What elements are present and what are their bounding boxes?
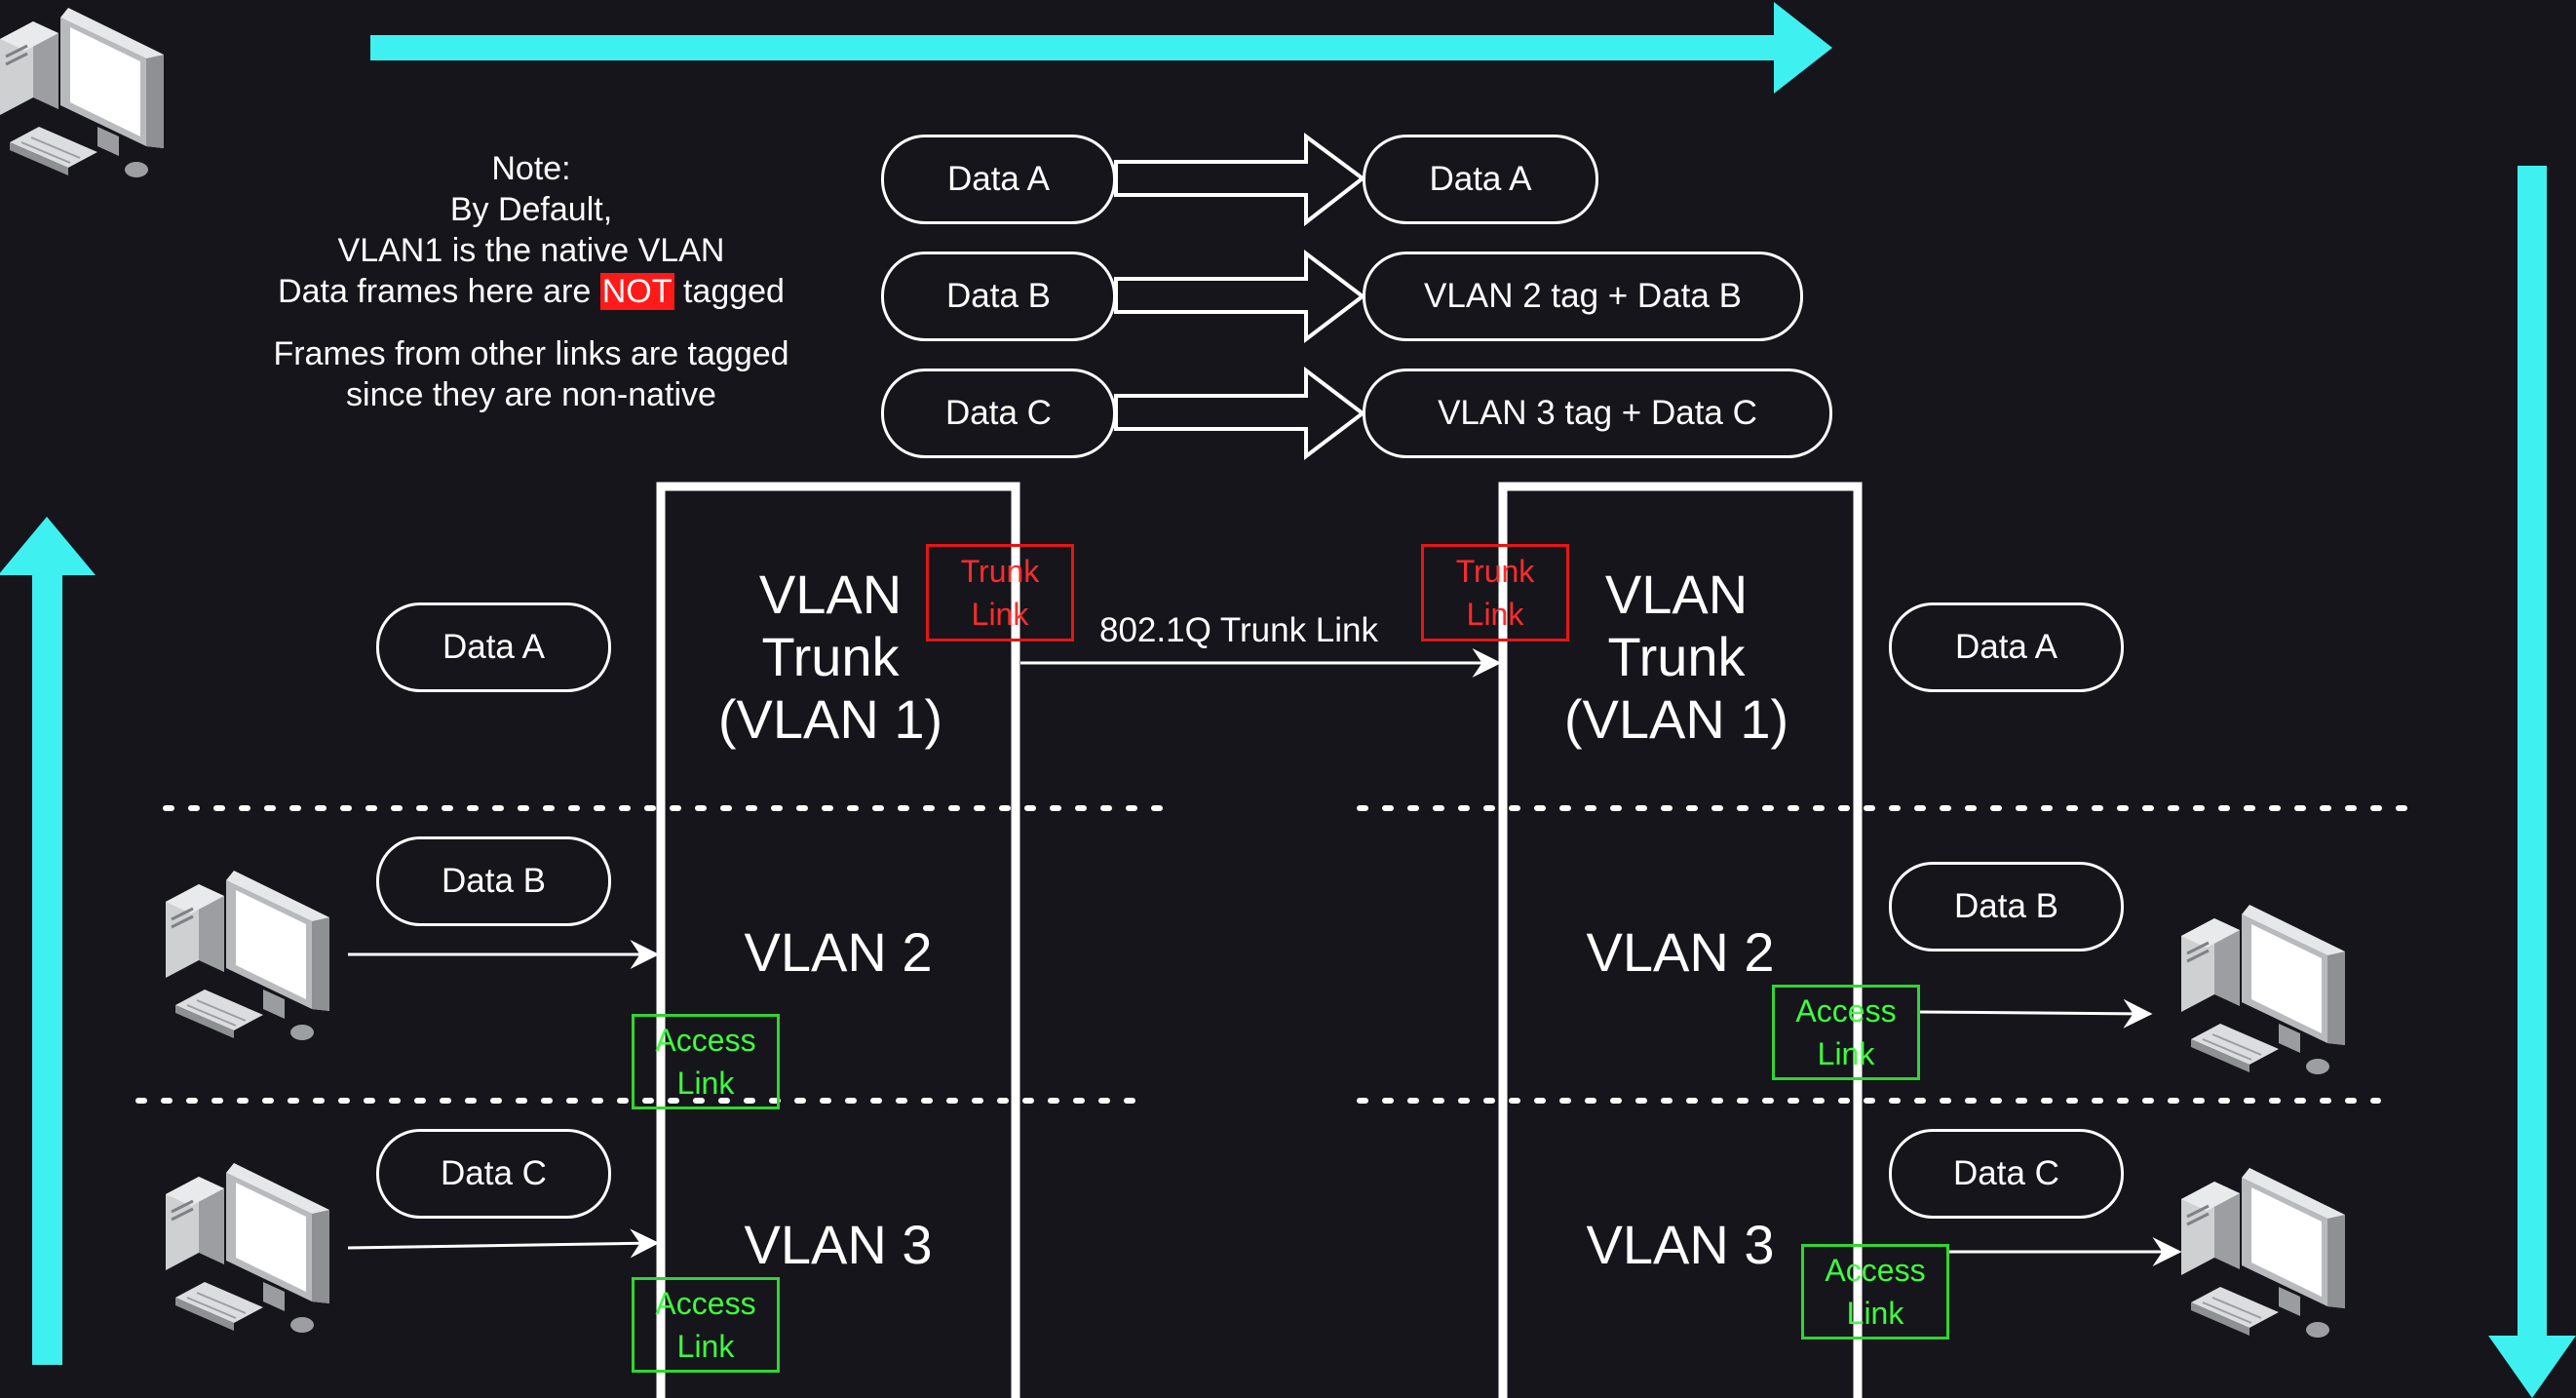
trunk-title-line: Trunk	[761, 626, 900, 687]
right-trunk-title: VLAN Trunk (VLAN 1)	[1540, 563, 1813, 751]
right-vlan2-label: VLAN 2	[1586, 921, 1775, 983]
port-label: Link	[1817, 1036, 1875, 1071]
right-access-port-vlan3: Access Link	[1801, 1244, 1949, 1340]
tag-input-c: Data C	[881, 369, 1116, 458]
trunk-title-line: VLAN	[1604, 563, 1749, 625]
note-line: Data frames here are NOT tagged	[224, 271, 838, 312]
native-vlan-note: Note: By Default, VLAN1 is the native VL…	[224, 148, 838, 415]
port-label: Trunk	[960, 554, 1040, 589]
port-label: Link	[676, 1329, 735, 1364]
tag-output-a: Data A	[1363, 135, 1598, 224]
desktop-computer-icon	[164, 869, 331, 1042]
not-highlight: NOT	[599, 273, 674, 310]
right-access-port-vlan2: Access Link	[1772, 985, 1920, 1080]
trunk-title-line: (VLAN 1)	[717, 688, 943, 750]
trunk-title-line: Trunk	[1607, 626, 1746, 687]
left-trunk-title: VLAN Trunk (VLAN 1)	[694, 563, 967, 751]
access-arrow-right-vlan2	[1917, 998, 2153, 1029]
right-frame-c: Data C	[1889, 1129, 2124, 1219]
port-label: Link	[971, 597, 1029, 632]
port-label: Access	[655, 1286, 756, 1321]
note-line: since they are non-native	[346, 376, 716, 413]
left-frame-a: Data A	[376, 602, 611, 692]
port-label: Access	[1795, 993, 1897, 1029]
right-vlan3-label: VLAN 3	[1586, 1214, 1775, 1275]
port-label: Link	[676, 1066, 735, 1101]
right-trunk-port: Trunk Link	[1421, 544, 1569, 641]
left-access-port-vlan2: Access Link	[632, 1014, 780, 1109]
port-label: Trunk	[1455, 554, 1535, 589]
desktop-computer-icon	[164, 1161, 331, 1335]
port-label: Link	[1846, 1296, 1904, 1331]
note-text: Data frames here are	[278, 273, 600, 310]
flow-arrow-left-up	[0, 517, 96, 1365]
port-label: Access	[1825, 1253, 1926, 1288]
access-arrow-left-vlan3	[347, 1228, 660, 1259]
tag-arrow-c	[1114, 366, 1366, 461]
tag-arrow-b	[1114, 249, 1366, 344]
desktop-computer-icon	[2179, 903, 2347, 1076]
note-line: By Default,	[449, 191, 613, 228]
note-line: VLAN1 is the native VLAN	[337, 232, 725, 269]
left-switch-box	[656, 482, 1020, 1398]
right-frame-a: Data A	[1889, 602, 2124, 692]
tag-arrow-a	[1114, 133, 1366, 227]
trunk-title-line: VLAN	[758, 563, 903, 625]
note-line: Note:	[491, 150, 571, 187]
flow-arrow-right-down	[2488, 166, 2576, 1398]
left-vlan2-label: VLAN 2	[744, 921, 933, 983]
trunk-title-line: (VLAN 1)	[1563, 688, 1789, 750]
left-frame-b: Data B	[376, 836, 611, 926]
tag-input-a: Data A	[881, 135, 1116, 224]
port-label: Link	[1466, 597, 1524, 632]
left-access-port-vlan3: Access Link	[632, 1277, 780, 1373]
left-trunk-port: Trunk Link	[926, 544, 1074, 641]
tag-output-b: VLAN 2 tag + Data B	[1363, 252, 1803, 341]
tag-input-b: Data B	[881, 252, 1116, 341]
flow-arrow-top	[370, 2, 1832, 94]
left-vlan3-label: VLAN 3	[744, 1214, 933, 1275]
right-frame-b: Data B	[1889, 862, 2124, 951]
port-label: Access	[655, 1023, 756, 1058]
left-frame-c: Data C	[376, 1129, 611, 1219]
trunk-link-label: 802.1Q Trunk Link	[1099, 611, 1378, 649]
note-line: Frames from other links are tagged	[273, 335, 789, 372]
right-switch-box	[1498, 482, 1863, 1398]
note-text: tagged	[673, 273, 785, 310]
desktop-computer-icon	[2179, 1166, 2347, 1340]
tag-output-c: VLAN 3 tag + Data C	[1363, 369, 1832, 458]
desktop-computer-icon	[0, 8, 164, 177]
